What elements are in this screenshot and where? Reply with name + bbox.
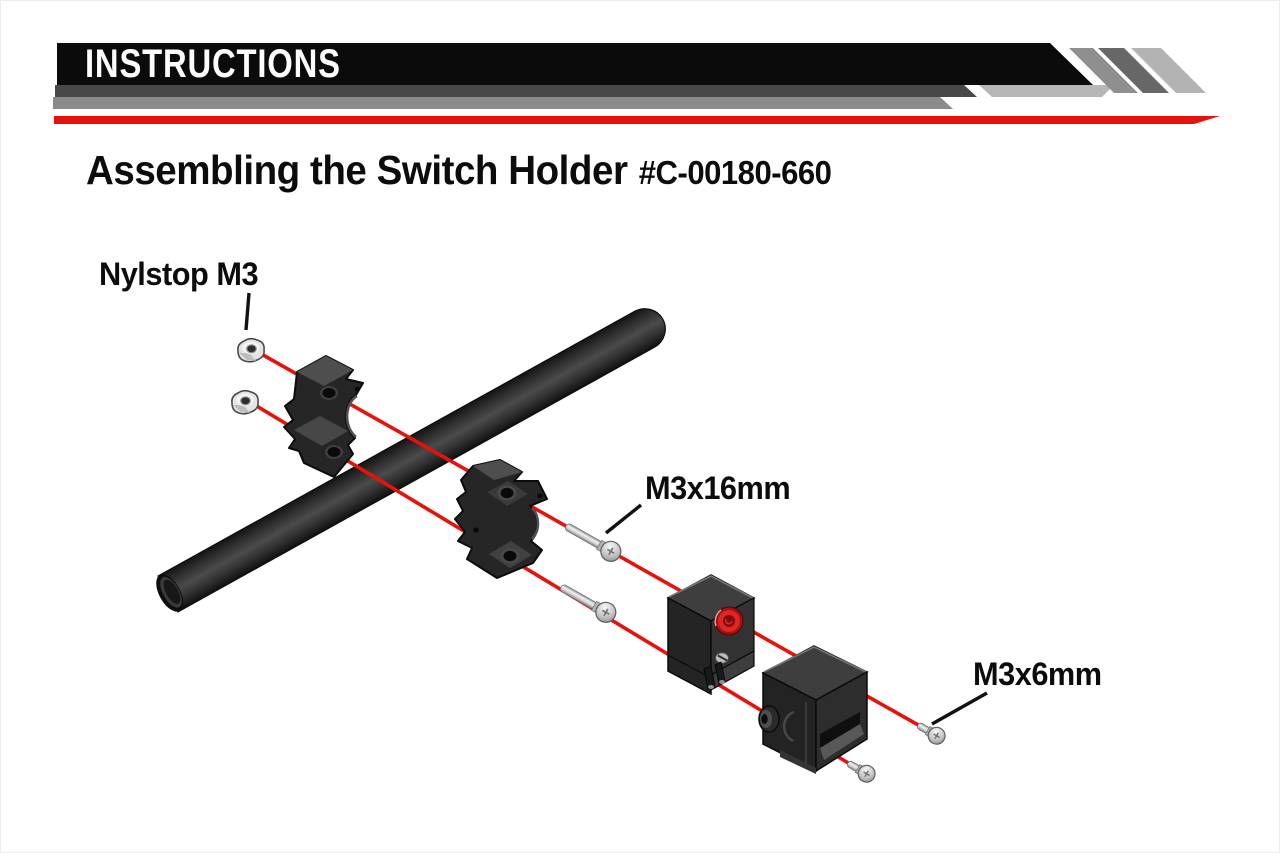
label-nylstop-m3: Nylstop M3 <box>99 256 259 292</box>
red-button <box>714 606 744 636</box>
nylstop-m3-nut-1 <box>237 337 265 363</box>
label-leader-lines <box>244 292 988 726</box>
m3x6-screw-1 <box>913 717 949 748</box>
red-rule <box>54 116 1220 124</box>
page-title-part-number: #C-00180-660 <box>638 154 832 191</box>
banner-black-bar: INSTRUCTIONS <box>57 43 1093 85</box>
banner-title: INSTRUCTIONS <box>85 42 341 86</box>
banner-stripe-mid <box>53 97 953 109</box>
label-m3x6mm: M3x6mm <box>973 656 1102 692</box>
banner-stripe-light <box>966 85 1114 97</box>
switch-cover <box>758 645 869 774</box>
tube <box>156 308 666 613</box>
page-title: Assembling the Switch Holder #C-00180-660 <box>86 147 832 194</box>
switch-with-red-button <box>666 574 756 696</box>
nylstop-m3-nut-2 <box>231 389 259 415</box>
label-m3x16mm: M3x16mm <box>645 470 791 506</box>
clamp-half-right <box>454 459 548 579</box>
m3x16-screw-2 <box>555 577 621 627</box>
clamp-half-left <box>283 355 364 478</box>
page-title-text: Assembling the Switch Holder <box>86 147 628 193</box>
m3x6-screw-2 <box>843 755 879 786</box>
banner-stripe-dark <box>55 85 977 97</box>
